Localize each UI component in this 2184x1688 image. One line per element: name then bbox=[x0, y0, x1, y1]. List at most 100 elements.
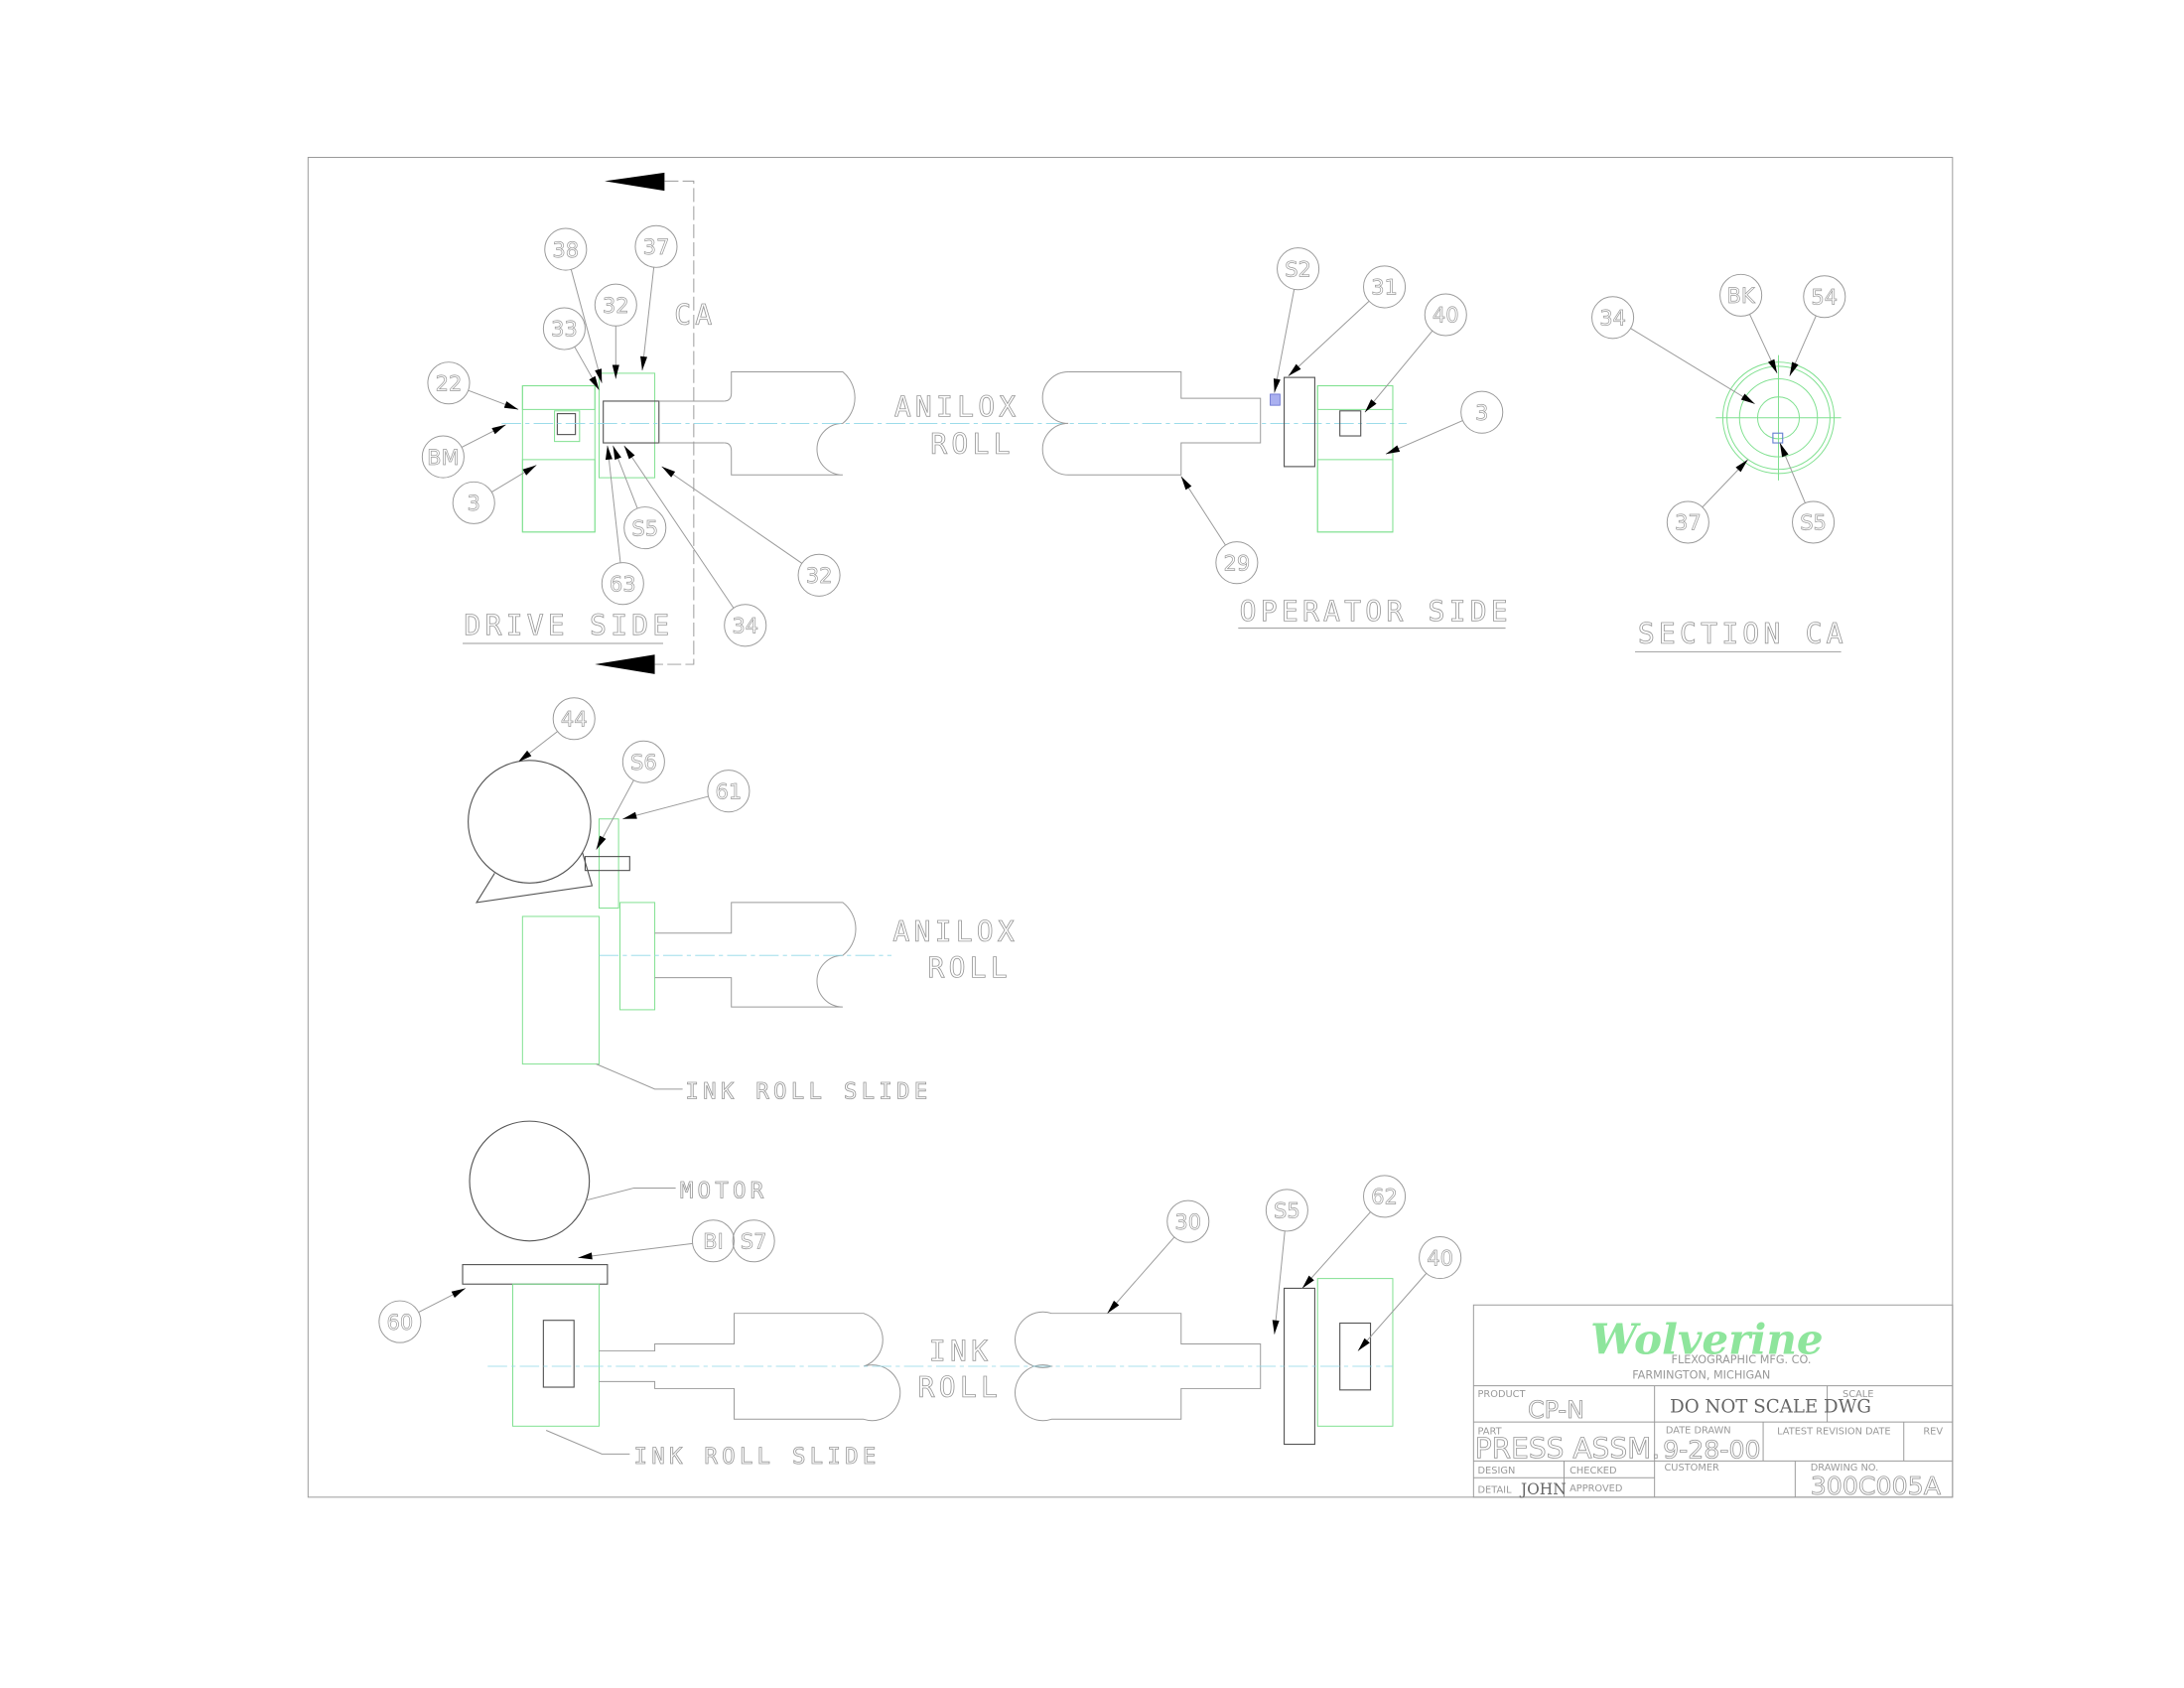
balloon-circle bbox=[378, 1300, 422, 1343]
balloon-circle bbox=[594, 283, 637, 327]
balloon-label: 40 bbox=[1427, 1245, 1453, 1270]
balloon-s5: S5 bbox=[613, 445, 667, 550]
balloon-32: 32 bbox=[594, 283, 637, 379]
balloon-circle bbox=[621, 740, 665, 783]
balloon-circle bbox=[634, 224, 678, 268]
leader-arrowhead bbox=[589, 375, 600, 390]
balloon-37: 37 bbox=[634, 224, 678, 371]
part-label: PART bbox=[1478, 1427, 1503, 1438]
drive-side-view: CA ANILOX ROLL DRIVE SIDE bbox=[463, 172, 1407, 674]
balloon-circle bbox=[1719, 273, 1763, 317]
date-drawn-value: 9-28-00 bbox=[1663, 1436, 1761, 1465]
balloon-circle bbox=[552, 697, 596, 741]
leader-line bbox=[570, 269, 603, 383]
leader-line bbox=[1357, 1273, 1428, 1351]
leader-arrowhead bbox=[522, 465, 537, 476]
balloon-37: 37 bbox=[1666, 459, 1748, 544]
balloon-s7: S7 bbox=[732, 1219, 775, 1263]
balloon-label: S5 bbox=[631, 515, 658, 540]
balloon-label: S5 bbox=[1274, 1198, 1300, 1223]
leader-arrowhead bbox=[1273, 378, 1281, 393]
anilox-roll-label-line2-middle: ROLL bbox=[927, 952, 1011, 985]
balloon-label: 32 bbox=[603, 293, 629, 318]
leader-line bbox=[1630, 328, 1755, 405]
balloon-s5: S5 bbox=[1265, 1189, 1308, 1335]
balloon-circle bbox=[623, 506, 667, 550]
balloon-54: 54 bbox=[1789, 275, 1846, 376]
leader-line bbox=[1107, 1236, 1175, 1315]
balloon-circle bbox=[1424, 293, 1467, 337]
balloon-32: 32 bbox=[661, 466, 841, 597]
balloon-circle bbox=[1460, 390, 1504, 434]
balloon-3: 3 bbox=[1385, 390, 1504, 455]
balloon-label: 63 bbox=[610, 571, 636, 596]
title-block: Wolverine FLEXOGRAPHIC MFG. CO. FARMINGT… bbox=[1472, 1304, 1954, 1500]
leader-line bbox=[1301, 1211, 1371, 1289]
section-mark-label: CA bbox=[674, 299, 716, 332]
balloon-40: 40 bbox=[1364, 293, 1467, 413]
balloon-label: 40 bbox=[1433, 303, 1459, 328]
balloon-label: S7 bbox=[741, 1228, 767, 1253]
balloon-circle bbox=[1792, 500, 1836, 544]
leader-arrowhead bbox=[595, 368, 603, 383]
balloon-22: 22 bbox=[427, 361, 519, 410]
leader-arrowhead bbox=[1272, 1320, 1280, 1335]
leader-arrowhead bbox=[613, 445, 621, 461]
design-label: DESIGN bbox=[1478, 1466, 1516, 1477]
balloon-circle bbox=[707, 770, 751, 813]
approved-label: APPROVED bbox=[1570, 1483, 1622, 1494]
balloon-label: 34 bbox=[732, 614, 758, 638]
balloon-circle bbox=[1363, 1175, 1407, 1218]
leader-arrowhead bbox=[518, 750, 532, 763]
leader-arrowhead bbox=[1357, 1337, 1370, 1351]
leader-arrowhead bbox=[1364, 399, 1377, 413]
balloon-s2: S2 bbox=[1273, 247, 1320, 393]
balloon-label: S6 bbox=[630, 750, 657, 774]
balloon-circle bbox=[544, 227, 588, 271]
motor-label: MOTOR bbox=[680, 1178, 768, 1203]
leader-arrowhead bbox=[491, 424, 506, 435]
date-drawn-label: DATE DRAWN bbox=[1666, 1425, 1731, 1436]
balloon-label: 30 bbox=[1174, 1209, 1201, 1234]
product-label: PRODUCT bbox=[1478, 1389, 1527, 1400]
leader-arrowhead bbox=[622, 811, 637, 819]
balloon-s5: S5 bbox=[1779, 442, 1836, 544]
leader-arrowhead bbox=[1107, 1300, 1120, 1314]
balloon-bi: BI bbox=[578, 1219, 736, 1263]
drawing-no-label: DRAWING NO. bbox=[1811, 1463, 1878, 1474]
leader-line bbox=[1364, 330, 1433, 413]
balloon-bk: BK bbox=[1719, 273, 1778, 374]
balloon-label: BM bbox=[427, 445, 460, 470]
balloon-label: 54 bbox=[1811, 284, 1838, 309]
do-not-scale-notice: DO NOT SCALE DWG bbox=[1670, 1396, 1871, 1417]
balloon-label: 22 bbox=[436, 370, 463, 395]
balloon-label: 31 bbox=[1371, 275, 1398, 300]
balloon-circle bbox=[1166, 1199, 1210, 1243]
balloon-3: 3 bbox=[452, 465, 537, 524]
leader-line bbox=[1288, 300, 1370, 377]
balloon-circle bbox=[1265, 1189, 1308, 1232]
section-arrow-top bbox=[605, 172, 665, 192]
anilox-roll-label-line1-middle: ANILOX bbox=[892, 915, 1019, 948]
leader-line bbox=[641, 267, 655, 371]
balloon-34: 34 bbox=[623, 445, 767, 647]
balloon-31: 31 bbox=[1288, 265, 1407, 377]
balloon-60: 60 bbox=[378, 1288, 467, 1343]
balloon-circle bbox=[797, 553, 841, 597]
balloon-bm: BM bbox=[421, 424, 506, 479]
operator-side-view: OPERATOR SIDE bbox=[1041, 371, 1508, 630]
balloon-label: 32 bbox=[806, 563, 833, 588]
balloon-circle bbox=[601, 562, 644, 606]
part-value: PRESS ASSM. bbox=[1475, 1433, 1661, 1466]
balloon-circle bbox=[1803, 275, 1846, 319]
balloon-label: 44 bbox=[561, 706, 588, 731]
balloon-s6: S6 bbox=[596, 740, 665, 850]
balloon-label: BI bbox=[703, 1228, 724, 1253]
balloon-circle bbox=[724, 604, 767, 647]
leader-line bbox=[623, 445, 735, 609]
balloon-44: 44 bbox=[517, 697, 596, 763]
balloon-label: 29 bbox=[1223, 550, 1250, 575]
balloon-63: 63 bbox=[601, 445, 644, 606]
leader-arrowhead bbox=[640, 355, 647, 371]
leader-line bbox=[1274, 1230, 1286, 1335]
